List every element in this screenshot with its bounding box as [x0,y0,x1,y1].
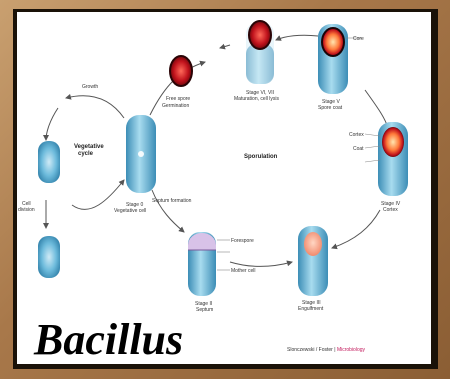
arrow-to-free-spore [220,45,230,48]
label-vegetative-cycle-2: cycle [78,151,94,157]
label-stage-iii-2: Engulfment [298,306,324,312]
label-sporulation: Sporulation [244,154,278,160]
label-septum-formation: Septum formation [152,198,192,204]
label-forespore: Forespore [231,238,254,244]
label-cell-division: Cell division [18,201,35,213]
leader-coat [365,146,380,148]
credit-text: Slonczewski / Foster | [287,347,336,353]
arrow-stage-v-to-vi [276,35,318,40]
label-stage-v: Stage V Spore coat [318,99,343,111]
label-stage-vi-vii: Stage VI, VII Maturation, cell lysis [234,90,280,102]
stage-iii-forespore [304,232,322,256]
stage-v-spore [322,28,344,56]
credit-line: Slonczewski / Foster | Microbiology [287,347,365,353]
label-stage-ii-2: Septum [196,307,213,313]
arrow-stage-ii-to-iii [230,262,292,267]
arrow-stage-iv-to-v-a [365,90,388,128]
arrow-stage-iii-to-iv [332,210,380,248]
leader-cortex [365,134,380,136]
label-mother-cell: Mother cell [231,268,255,274]
label-vegetative-cycle-1: Vegetative [74,144,104,150]
vegetative-cell-small [38,141,60,183]
label-cell-division-2: division [18,207,35,213]
label-germination: Germination [162,103,189,109]
page-title: Bacillus [34,318,183,362]
label-stage-ii: Stage II Septum [195,301,214,313]
arrow-growth-down [46,108,58,140]
label-stage-iii: Stage III Engulfment [298,300,324,312]
label-stage-iv-2: Cortex [383,207,398,213]
label-free-spore: Free spore [166,96,190,102]
label-stage-0-2: Vegetative cell [114,208,146,214]
arrow-growth [66,96,124,118]
label-stage-vi-vii-2: Maturation, cell lysis [234,96,280,102]
label-cortex: Cortex [349,132,364,138]
leader-core-label [365,160,380,162]
vegetative-cell-daughter [38,236,60,278]
stage-iv-forespore [382,127,404,157]
stage-vi-vii-spore [249,21,271,49]
arrow-stage-0-to-ii [152,190,184,232]
stage-0-nucleoid [138,151,144,157]
label-stage-iv: Stage IV Cortex [381,201,402,213]
label-coat: Coat [353,146,364,152]
label-growth: Growth [82,84,98,90]
credit-accent: Microbiology [337,347,365,353]
label-stage-0: Stage 0 Vegetative cell [114,202,146,214]
label-vegetative-cycle: Vegetative cycle [74,144,105,157]
label-core: Core [353,36,364,42]
label-stage-v-2: Spore coat [318,105,343,111]
free-spore [170,56,192,86]
arrow-division-return [72,180,124,209]
